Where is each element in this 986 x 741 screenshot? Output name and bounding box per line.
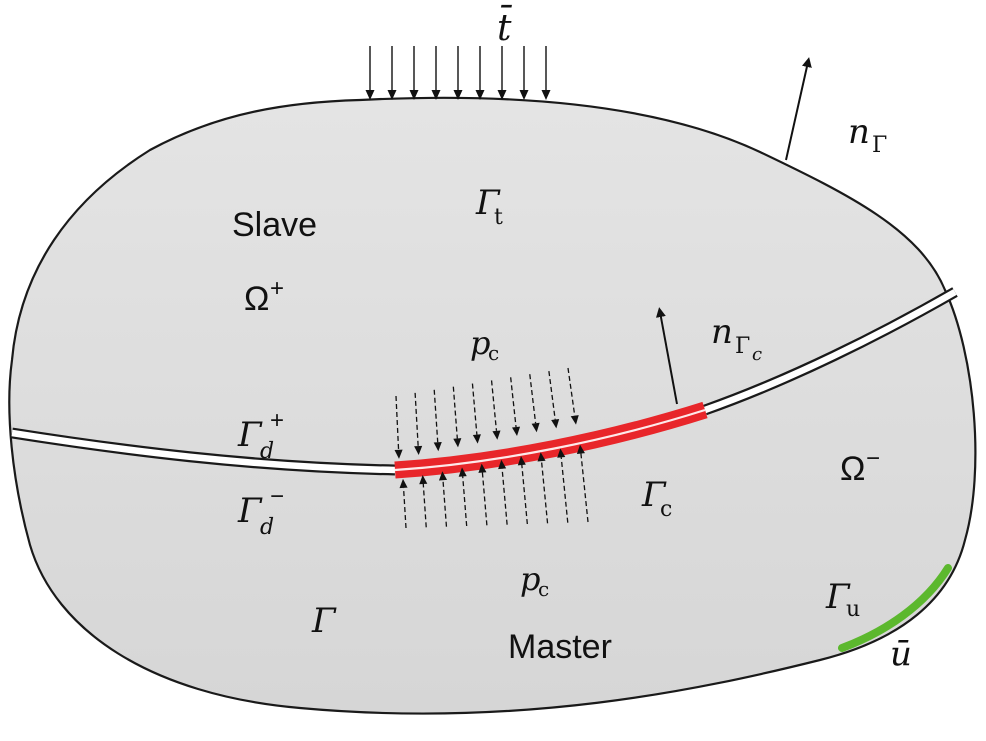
svg-text:Γ: Γ xyxy=(825,577,851,617)
traction-arrow xyxy=(541,46,551,100)
traction-arrow xyxy=(365,46,375,100)
svg-text:Γ: Γ xyxy=(475,183,501,223)
pressure-arrow-bottom xyxy=(517,456,528,525)
master-label: Master xyxy=(508,628,612,666)
contact-pressure-arrows xyxy=(394,367,589,529)
traction-arrow xyxy=(387,46,397,100)
pressure-arrow-top xyxy=(490,380,501,440)
pressure-arrow-bottom xyxy=(478,463,488,526)
svg-text:+: + xyxy=(270,275,284,302)
pressure-arrow-bottom xyxy=(438,471,448,527)
pressure-arrow-top xyxy=(394,395,403,459)
omega-minus-label: Ω − xyxy=(840,445,880,488)
svg-text:−: − xyxy=(866,445,880,472)
traction-arrow xyxy=(431,46,441,100)
svg-text:d: d xyxy=(260,439,274,464)
pressure-arrow-bottom xyxy=(576,444,589,523)
svg-text:p: p xyxy=(520,560,540,598)
pressure-arrow-bottom xyxy=(557,448,569,523)
svg-text:Γ: Γ xyxy=(237,491,263,531)
contact-pressure-bottom-label: p c xyxy=(520,560,549,601)
svg-text:−: − xyxy=(270,483,284,510)
svg-text:Γ: Γ xyxy=(872,133,887,158)
svg-text:n: n xyxy=(711,312,733,352)
traction-arrows xyxy=(365,46,551,100)
displacement-boundary-label: Γ u xyxy=(825,577,860,622)
crack-upper-label: Γ d + xyxy=(237,407,284,464)
pressure-arrow-top xyxy=(414,392,423,456)
svg-text:p: p xyxy=(470,324,490,362)
traction-arrow xyxy=(519,46,529,100)
svg-text:Ω: Ω xyxy=(244,280,269,318)
contact-normal-label: n Γ c xyxy=(711,312,762,365)
svg-text:t: t xyxy=(494,205,503,230)
pressure-arrow-top xyxy=(452,386,462,448)
traction-arrow xyxy=(475,46,485,100)
pressure-arrow-top xyxy=(471,383,481,444)
traction-arrow xyxy=(409,46,419,100)
contact-boundary-label: Γ c xyxy=(641,475,672,522)
svg-text:Γ: Γ xyxy=(641,475,667,515)
pressure-arrow-bottom xyxy=(419,475,428,528)
svg-text:c: c xyxy=(660,497,672,522)
pressure-arrow-bottom xyxy=(399,478,408,529)
contact-pressure-top-label: p c xyxy=(470,324,499,365)
traction-arrow xyxy=(453,46,463,100)
traction-boundary-label: Γ t xyxy=(475,183,503,230)
svg-text:Γ: Γ xyxy=(735,334,750,359)
pressure-arrow-top xyxy=(548,371,560,429)
pressure-arrow-top xyxy=(567,367,579,425)
traction-arrow xyxy=(497,46,507,100)
svg-text:Γ: Γ xyxy=(237,415,263,455)
boundary-label: Γ xyxy=(311,601,337,641)
body-outline xyxy=(8,96,977,715)
svg-text:u: u xyxy=(846,597,860,622)
displacement-boundary xyxy=(838,564,952,652)
outer-normal-label: n Γ xyxy=(848,112,887,158)
pressure-arrow-top xyxy=(433,389,442,452)
outer-normal-arrow xyxy=(785,57,812,161)
svg-text:n: n xyxy=(848,112,870,152)
traction-label: t̄ xyxy=(497,5,513,49)
svg-text:c: c xyxy=(538,577,549,601)
crack-lower-label: Γ d − xyxy=(237,483,284,540)
pressure-arrow-bottom xyxy=(537,452,549,524)
pressure-arrow-bottom xyxy=(498,459,508,525)
svg-text:+: + xyxy=(270,407,284,434)
omega-plus-label: Ω + xyxy=(244,275,284,318)
contact-normal-arrow xyxy=(655,307,678,405)
svg-text:Ω: Ω xyxy=(840,450,865,488)
displacement-label: ū xyxy=(890,634,912,674)
svg-text:c: c xyxy=(488,341,499,365)
svg-text:c: c xyxy=(752,344,762,365)
pressure-arrow-bottom xyxy=(458,467,468,527)
pressure-arrow-top xyxy=(510,377,521,436)
svg-text:d: d xyxy=(260,515,274,540)
pressure-arrow-top xyxy=(529,374,540,433)
slave-label: Slave xyxy=(232,206,317,244)
